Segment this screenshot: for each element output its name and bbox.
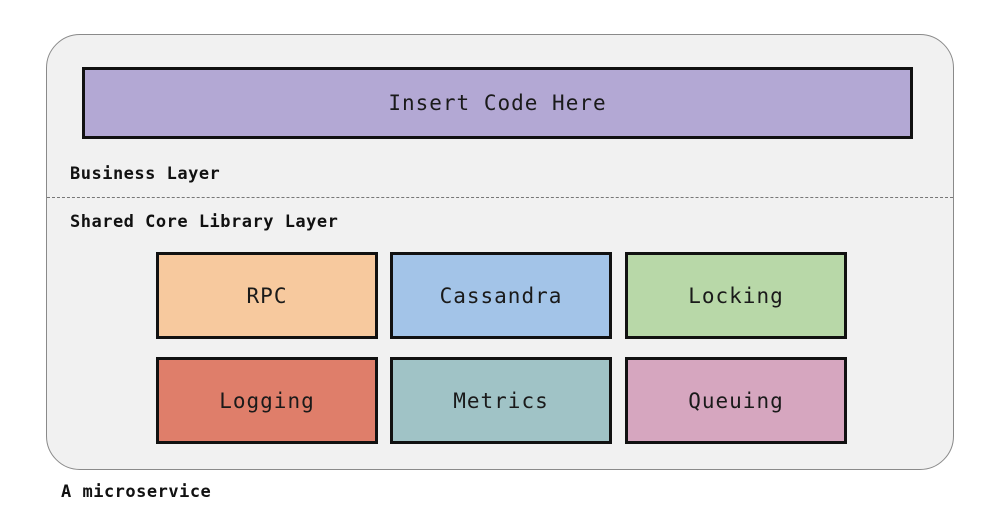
module-label: Metrics xyxy=(453,388,549,413)
insert-code-box: Insert Code Here xyxy=(82,67,913,139)
module-label: Locking xyxy=(688,283,784,308)
module-label: Cassandra xyxy=(439,283,563,308)
module-label: Logging xyxy=(219,388,315,413)
module-logging: Logging xyxy=(156,357,378,444)
module-label: RPC xyxy=(246,283,288,308)
diagram-caption: A microservice xyxy=(61,482,212,502)
module-queuing: Queuing xyxy=(625,357,847,444)
insert-code-label: Insert Code Here xyxy=(388,91,607,115)
core-layer-label: Shared Core Library Layer xyxy=(70,212,339,232)
module-locking: Locking xyxy=(625,252,847,339)
module-label: Queuing xyxy=(688,388,784,413)
layer-divider xyxy=(47,197,953,198)
module-rpc: RPC xyxy=(156,252,378,339)
business-layer-label: Business Layer xyxy=(70,164,221,184)
module-metrics: Metrics xyxy=(390,357,612,444)
module-cassandra: Cassandra xyxy=(390,252,612,339)
